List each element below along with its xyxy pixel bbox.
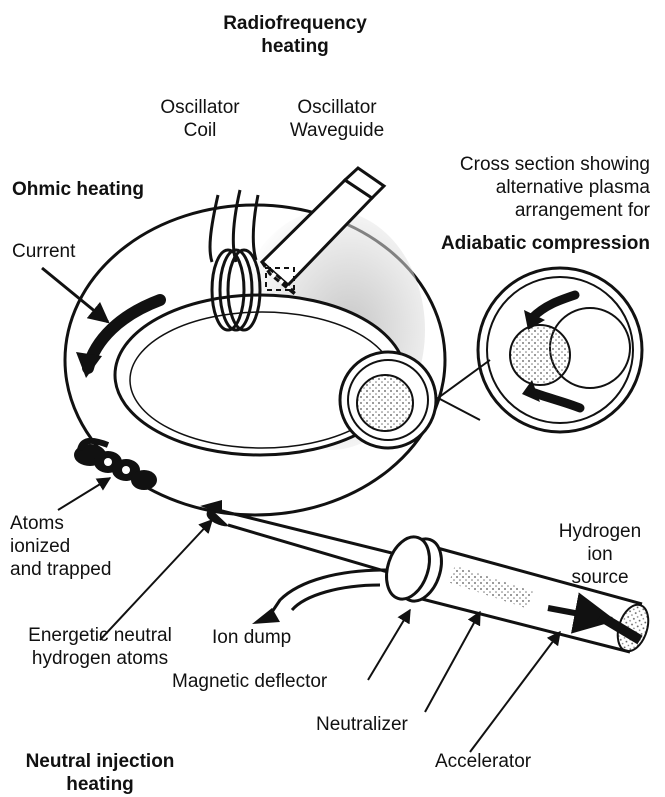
neutral-injection-label: Neutral injection heating xyxy=(0,750,200,796)
adiabatic-inset xyxy=(478,268,642,432)
neutralizer-label: Neutralizer xyxy=(316,713,408,736)
energetic-atoms-label: Energetic neutral hydrogen atoms xyxy=(0,624,200,670)
ion-dump-path xyxy=(270,570,386,615)
current-label: Current xyxy=(12,240,75,263)
cross-section-label: Cross section showing alternative plasma… xyxy=(405,153,650,222)
atoms-trapped-label: Atoms ionized and trapped xyxy=(10,512,111,581)
adiabatic-compression-label: Adiabatic compression xyxy=(405,232,650,255)
atoms-label-arrow xyxy=(58,478,110,510)
rf-heading-label: Radiofrequency heating xyxy=(195,12,395,58)
accelerator-label: Accelerator xyxy=(435,750,531,773)
oscillator-waveguide-label: Oscillator Waveguide xyxy=(272,96,402,142)
ion-dump-label: Ion dump xyxy=(212,626,291,649)
hydrogen-ion-source-label: Hydrogen ion source xyxy=(545,520,655,589)
ohmic-heating-label: Ohmic heating xyxy=(12,178,144,201)
plasma-cross-section xyxy=(340,352,436,448)
magnetic-deflector-label: Magnetic deflector xyxy=(172,670,327,693)
ion-dump-arrowhead xyxy=(252,608,280,624)
oscillator-coil-label: Oscillator Coil xyxy=(140,96,260,142)
